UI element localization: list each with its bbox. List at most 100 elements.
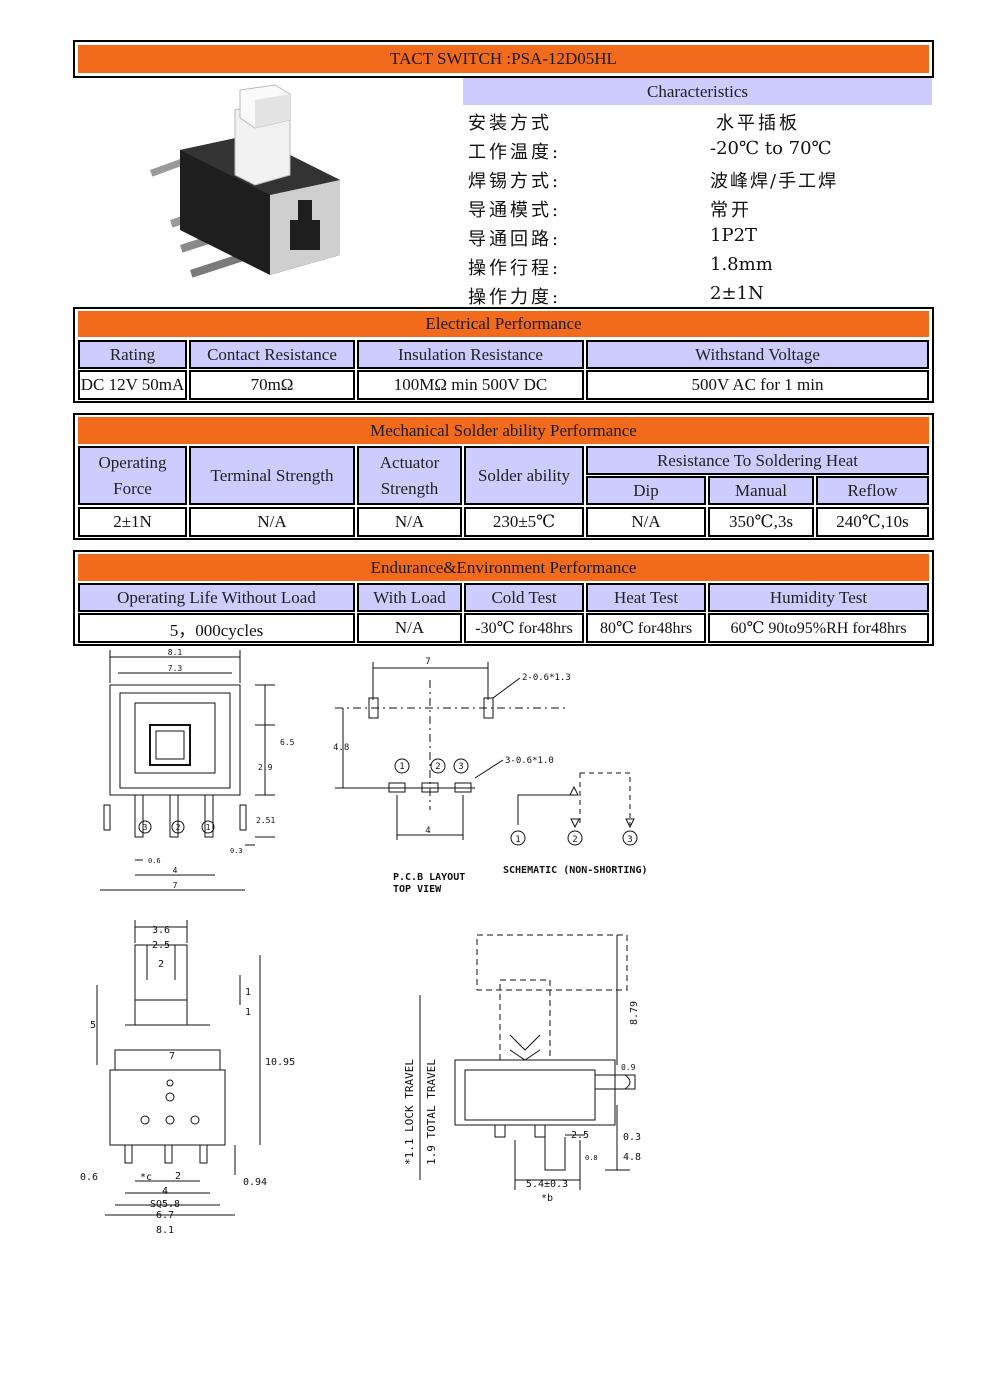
char-label-5: 导通回路: (468, 229, 562, 250)
dim-0-6: 0.6 (148, 857, 161, 865)
dim-8-1: 8.1 (168, 648, 183, 657)
mechanical-value-dip: N/A (586, 507, 706, 537)
pcb-dim-4-8: 4.8 (333, 743, 349, 753)
dim-6-5: 6.5 (280, 738, 295, 747)
char-value-3: 波峰焊/手工焊 (710, 171, 839, 192)
front-dim-5: 5 (90, 1020, 96, 1031)
pcb-pin-3: 3 (458, 762, 463, 772)
electrical-value-contact: 70mΩ (189, 370, 355, 400)
dim-0-3: 0.3 (230, 847, 243, 855)
pcb-note-slots: 2-0.6*1.3 (522, 673, 571, 683)
endurance-header-life: Operating Life Without Load (78, 583, 355, 612)
pcb-dim-4: 4 (425, 826, 430, 836)
side-dim-b: *b (541, 1193, 553, 1204)
front-dim-2: 2 (158, 959, 164, 970)
mechanical-header-solder: Solder ability (464, 446, 584, 505)
front-dim-sq5-8: SQ5.8 (150, 1199, 180, 1210)
char-value-7: 2±1N (710, 283, 764, 304)
endurance-frame (73, 550, 934, 646)
front-dim-6-7: 6.7 (156, 1210, 174, 1221)
front-dim-7: 7 (169, 1051, 175, 1062)
electrical-value-withstand: 500V AC for 1 min (586, 370, 929, 400)
electrical-header-rating: Rating (78, 340, 187, 369)
mechanical-value-manual: 350℃,3s (708, 507, 814, 537)
top-view-drawing: 8.1 7.3 6.5 2.9 2.51 0.6 4 7 0.3 3 2 1 (100, 648, 295, 891)
mechanical-subheader-manual: Manual (708, 476, 814, 505)
pcb-pin-2: 2 (435, 762, 440, 772)
pcb-layout-drawing: 1 2 3 7 4.8 4 2-0.6*1.3 3-0.6*1.0 P.C.B … (333, 657, 571, 895)
endurance-value-cold: -30℃ for48hrs (464, 613, 584, 643)
mechanical-subheader-reflow: Reflow (816, 476, 929, 505)
side-dim-0-8: 0.8 (585, 1154, 598, 1162)
side-lock-travel: *1.1 LOCK TRAVEL (403, 1059, 416, 1165)
mechanical-header-operating-force: Operating Force (78, 446, 187, 505)
pcb-pin-1: 1 (399, 762, 404, 772)
front-dim-1b: 1 (245, 1007, 251, 1018)
pin-2-label: 2 (176, 823, 181, 832)
pcb-caption-view: TOP VIEW (393, 884, 442, 895)
endurance-header-heat: Heat Test (586, 583, 706, 612)
mechanical-value-reflow: 240℃,10s (816, 507, 929, 537)
endurance-title: Endurance&Environment Performance (78, 554, 929, 581)
schematic-pin-1: 1 (515, 835, 520, 845)
char-label-6: 操作行程: (468, 258, 562, 279)
electrical-frame (73, 307, 934, 403)
characteristics-header: Characteristics (463, 78, 932, 105)
electrical-header-insulation: Insulation Resistance (357, 340, 584, 369)
char-label-7: 操作力度: (468, 287, 562, 308)
mechanical-header-resistance-heat: Resistance To Soldering Heat (586, 446, 929, 475)
dim-4: 4 (173, 866, 178, 875)
front-dim-10-95: 10.95 (265, 1057, 295, 1068)
pcb-note-holes: 3-0.6*1.0 (505, 756, 554, 766)
electrical-value-rating: DC 12V 50mA (78, 370, 187, 400)
char-value-2: -20℃ to 70℃ (710, 138, 832, 159)
mechanical-value-terminal: N/A (189, 507, 355, 537)
dim-7-3: 7.3 (168, 664, 183, 673)
endurance-value-life: 5，000cycles (78, 613, 355, 643)
electrical-header-withstand: Withstand Voltage (586, 340, 929, 369)
title-frame: TACT SWITCH :PSA-12D05HL (73, 40, 934, 78)
schematic-pin-2: 2 (572, 835, 577, 845)
endurance-value-humidity: 60℃ 90to95%RH for48hrs (708, 613, 929, 643)
front-view-drawing: 3.6 2.5 2 5 1 1 7 10.95 0.6 *c 2 4 SQ5.8… (80, 920, 295, 1236)
page-title: TACT SWITCH :PSA-12D05HL (78, 45, 929, 73)
pin-3-label: 3 (143, 823, 148, 832)
front-dim-4: 4 (162, 1186, 168, 1197)
side-dim-0-3: 0.3 (623, 1132, 641, 1143)
char-label-1: 安装方式 (468, 113, 552, 134)
front-dim-0-6: 0.6 (80, 1172, 98, 1183)
char-label-2: 工作温度: (468, 142, 562, 163)
schematic-caption: SCHEMATIC (NON-SHORTING) (503, 865, 648, 876)
mechanical-header-actuator: Actuator Strength (357, 446, 462, 505)
pcb-caption: P.C.B LAYOUT (393, 872, 465, 883)
endurance-header-load: With Load (357, 583, 462, 612)
front-dim-3-6: 3.6 (152, 925, 170, 936)
dim-7: 7 (173, 881, 178, 890)
dim-2-9: 2.9 (258, 763, 273, 772)
side-dim-5-4: 5.4±0.3 (526, 1179, 568, 1190)
char-label-4: 导通模式: (468, 200, 562, 221)
side-dim-4-8: 4.8 (623, 1152, 641, 1163)
mechanical-header-terminal: Terminal Strength (189, 446, 355, 505)
front-dim-0-94: 0.94 (243, 1177, 267, 1188)
dim-2-51: 2.51 (256, 816, 275, 825)
mechanical-title: Mechanical Solder ability Performance (78, 417, 929, 444)
char-value-1: 水平插板 (716, 113, 800, 134)
mechanical-value-actuator: N/A (357, 507, 462, 537)
schematic-pin-3: 3 (627, 835, 632, 845)
electrical-value-insulation: 100MΩ min 500V DC (357, 370, 584, 400)
side-dim-8-79: 8.79 (629, 1001, 640, 1025)
mechanical-value-operating-force: 2±1N (78, 507, 187, 537)
side-dim-0-9: 0.9 (621, 1063, 636, 1072)
char-value-5: 1P2T (710, 225, 758, 246)
electrical-title: Electrical Performance (78, 311, 929, 337)
front-dim-c: *c (140, 1172, 152, 1183)
side-dim-2-5: 2.5 (571, 1130, 589, 1141)
side-view-drawing: *1.1 LOCK TRAVEL 1.9 TOTAL TRAVEL 8.79 0… (403, 934, 641, 1204)
mechanical-subheader-dip: Dip (586, 476, 706, 505)
side-total-travel: 1.9 TOTAL TRAVEL (425, 1059, 438, 1165)
endurance-value-heat: 80℃ for48hrs (586, 613, 706, 643)
endurance-header-cold: Cold Test (464, 583, 584, 612)
front-dim-8-1: 8.1 (156, 1225, 174, 1236)
schematic-drawing: 1 2 3 SCHEMATIC (NON-SHORTING) (503, 772, 648, 876)
